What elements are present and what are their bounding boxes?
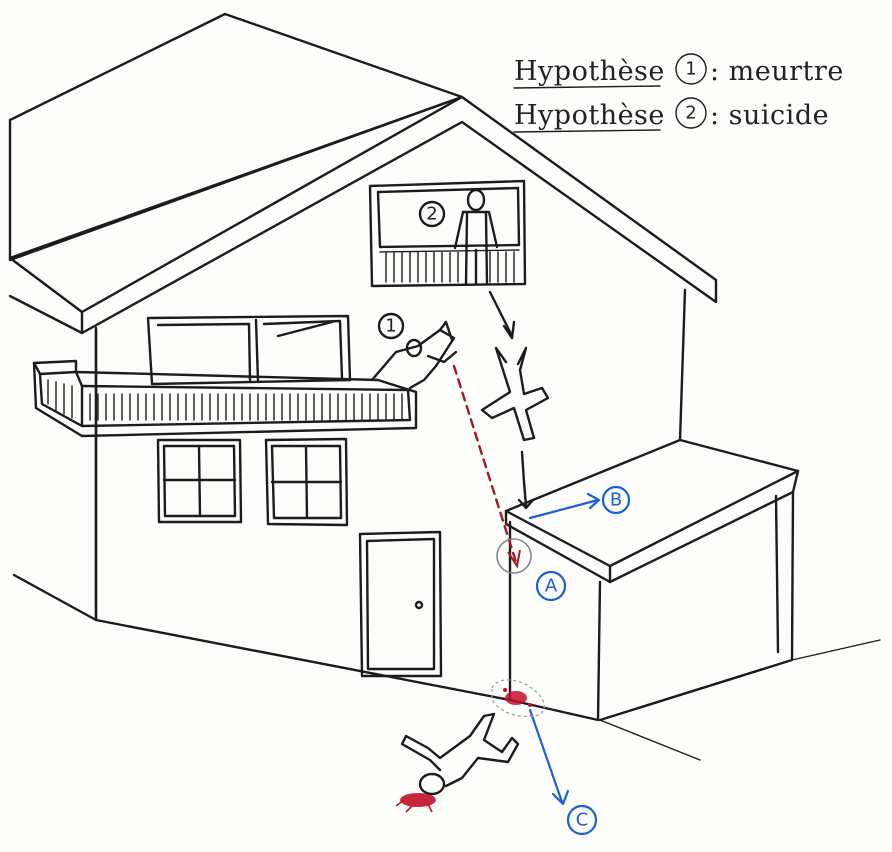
point-b: B xyxy=(530,487,629,518)
hypothesis-1-prefix: Hypothèse xyxy=(514,56,665,87)
hypothesis-2-prefix: Hypothèse xyxy=(514,100,665,131)
point-c: C xyxy=(530,710,596,834)
marker-2-label: 2 xyxy=(426,204,437,225)
hypothesis-1-number: 1 xyxy=(685,59,696,80)
falling-figure xyxy=(482,292,548,508)
point-a-label: A xyxy=(545,576,558,597)
point-a: A xyxy=(537,572,565,600)
ground-windows xyxy=(158,439,347,525)
balcony xyxy=(34,361,416,436)
front-door xyxy=(360,532,441,676)
marker-1-label: 1 xyxy=(385,316,396,337)
upper-window: 2 xyxy=(370,181,525,286)
point-c-label: C xyxy=(576,810,589,831)
hypothesis-2-number: 2 xyxy=(685,103,696,124)
hypothesis-1-suffix: : meurtre xyxy=(710,56,844,87)
struggle-figures: 1 xyxy=(372,314,456,388)
ground-lines xyxy=(600,640,880,760)
blood-pool xyxy=(400,793,436,807)
hypothesis-1: Hypothèse 1 : meurtre xyxy=(514,54,844,88)
point-b-label: B xyxy=(610,490,622,511)
hypothesis-2-suffix: : suicide xyxy=(710,100,829,131)
body-on-ground xyxy=(396,714,518,812)
hypothesis-2: Hypothèse 2 : suicide xyxy=(514,98,829,132)
